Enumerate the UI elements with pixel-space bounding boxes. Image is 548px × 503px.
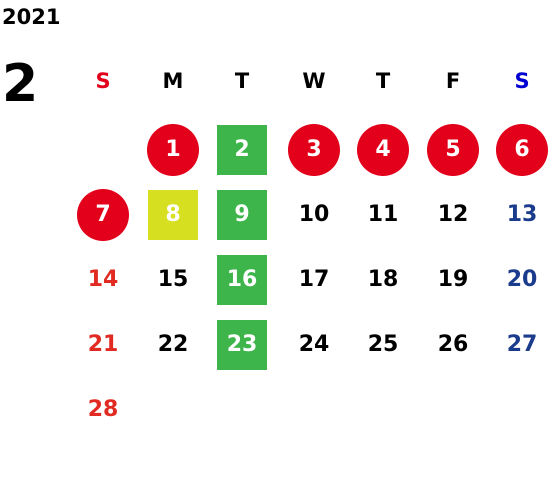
calendar-month: 2 <box>2 54 39 114</box>
calendar-day[interactable]: 8 <box>148 190 198 240</box>
calendar-day[interactable]: 28 <box>87 397 119 422</box>
calendar-day[interactable]: 21 <box>87 332 119 357</box>
calendar-day[interactable]: 7 <box>77 189 129 241</box>
weekday-label: T <box>375 69 391 93</box>
calendar-day[interactable]: 27 <box>506 332 538 357</box>
calendar-day[interactable]: 18 <box>367 267 399 292</box>
calendar-day[interactable]: 15 <box>157 267 189 292</box>
calendar-day[interactable]: 17 <box>298 267 330 292</box>
calendar-day[interactable]: 26 <box>437 332 469 357</box>
calendar-day[interactable]: 10 <box>298 202 330 227</box>
weekday-label: T <box>234 69 250 93</box>
weekday-label: S <box>514 69 530 93</box>
calendar-day[interactable]: 14 <box>87 267 119 292</box>
calendar-day[interactable]: 23 <box>217 320 267 370</box>
calendar-day[interactable]: 19 <box>437 267 469 292</box>
calendar-day[interactable]: 13 <box>506 202 538 227</box>
weekday-label: M <box>162 69 184 93</box>
weekday-label: F <box>445 69 461 93</box>
calendar-day[interactable]: 12 <box>437 202 469 227</box>
calendar-year: 2021 <box>2 5 61 29</box>
calendar-day[interactable]: 20 <box>506 267 538 292</box>
calendar-day[interactable]: 24 <box>298 332 330 357</box>
calendar-day[interactable]: 16 <box>217 255 267 305</box>
calendar-day[interactable]: 4 <box>357 124 409 176</box>
calendar-day[interactable]: 6 <box>496 124 548 176</box>
weekday-label: S <box>95 69 111 93</box>
calendar-day[interactable]: 1 <box>147 124 199 176</box>
calendar-day[interactable]: 11 <box>367 202 399 227</box>
calendar-day[interactable]: 2 <box>217 125 267 175</box>
calendar-day[interactable]: 25 <box>367 332 399 357</box>
calendar-day[interactable]: 5 <box>427 124 479 176</box>
weekday-label: W <box>302 69 326 93</box>
calendar-day[interactable]: 22 <box>157 332 189 357</box>
calendar-day[interactable]: 3 <box>288 124 340 176</box>
calendar-day[interactable]: 9 <box>217 190 267 240</box>
